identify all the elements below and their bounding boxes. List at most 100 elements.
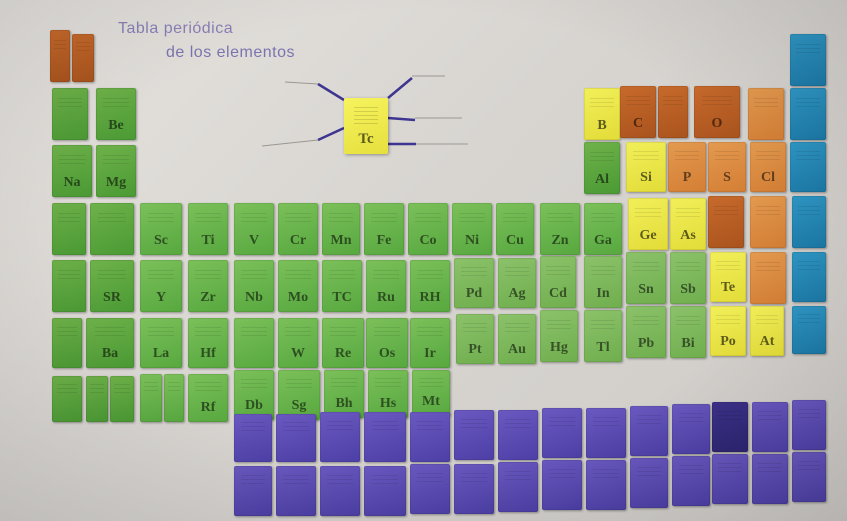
- tile-cf: [586, 460, 626, 510]
- tile-ta: [234, 318, 274, 368]
- tile-hs: Hs: [368, 370, 408, 418]
- tile-na: Na: [52, 145, 92, 197]
- tile-p: P: [668, 142, 706, 192]
- tile-he: [790, 34, 826, 86]
- tile-es: [630, 458, 668, 508]
- tile-be: Be: [96, 88, 136, 140]
- tile-si: Si: [626, 142, 666, 192]
- tile-o: O: [694, 86, 740, 138]
- tile-kr: [792, 196, 826, 248]
- tile-am: [454, 464, 494, 514]
- tile-ar: [790, 142, 826, 192]
- tile-md: [712, 454, 748, 504]
- tile-k: [52, 203, 86, 255]
- tile-rn: [792, 306, 826, 354]
- tile-hg: Hg: [540, 310, 578, 362]
- tile-bi: Bi: [670, 306, 706, 358]
- tile-lr: [792, 452, 826, 502]
- tile-cl: Cl: [750, 142, 786, 192]
- tile-pt: Pt: [456, 314, 494, 364]
- tile-rh: RH: [410, 260, 450, 312]
- legend-card: Tc: [344, 98, 388, 154]
- tile-al: Al: [584, 142, 620, 194]
- tile-th: [234, 466, 272, 516]
- tile-i: [750, 252, 786, 304]
- tile-tm: [712, 402, 748, 452]
- tile-bh: Bh: [324, 370, 364, 418]
- tile-os: Os: [366, 318, 408, 368]
- tile-ra-a: [86, 376, 108, 422]
- tile-gd: [498, 410, 538, 460]
- tile-f: [748, 88, 784, 140]
- tile-n: [658, 86, 688, 138]
- tile-pm: [364, 412, 406, 462]
- tile-tl: Tl: [584, 310, 622, 362]
- tile-ru: Ru: [366, 260, 406, 312]
- tile-cs: [52, 318, 82, 368]
- tile-ra-b: [110, 376, 134, 422]
- tile-y: Y: [140, 260, 182, 312]
- tile-ga: Ga: [584, 203, 622, 255]
- tile-db: Db: [234, 370, 274, 420]
- tile-s: S: [708, 142, 746, 192]
- tile-sb: Sb: [670, 252, 706, 304]
- tile-h-b: [72, 34, 94, 82]
- tile-fe: Fe: [364, 203, 404, 255]
- tile-ca: [90, 203, 134, 255]
- tile-h-a: [50, 30, 70, 82]
- tile-sc: Sc: [140, 203, 182, 255]
- tile-li: [52, 88, 88, 140]
- tile-ne: [790, 88, 826, 140]
- tile-u: [320, 466, 360, 516]
- tile-nd: [320, 412, 360, 462]
- tile-ir: Ir: [410, 318, 450, 368]
- tile-np: [364, 466, 406, 516]
- tile-cm: [498, 462, 538, 512]
- tile-ba: Ba: [86, 318, 134, 368]
- tile-nb: Nb: [234, 260, 274, 312]
- tile-sn: Sn: [626, 252, 666, 304]
- tile-bk: [542, 460, 582, 510]
- tile-ti: Ti: [188, 203, 228, 255]
- tile-br: [750, 196, 786, 248]
- tile-fr: [52, 376, 82, 422]
- tile-se: [708, 196, 744, 248]
- tile-v: V: [234, 203, 274, 255]
- tile-zr: Zr: [188, 260, 228, 312]
- tile-pd: Pd: [454, 258, 494, 308]
- tile-fm: [672, 456, 710, 506]
- tile-c: C: [620, 86, 656, 138]
- tile-tb: [542, 408, 582, 458]
- tile-sm: [410, 412, 450, 462]
- tile-zn: Zn: [540, 203, 580, 255]
- tile-sg: Sg: [278, 370, 320, 420]
- tile-in: In: [584, 256, 622, 308]
- tile-cr: Cr: [278, 203, 318, 255]
- tile-mo: Mo: [278, 260, 318, 312]
- tile-pr: [276, 414, 316, 462]
- tile-lu: [792, 400, 826, 450]
- title-line-2: de los elementos: [166, 44, 295, 61]
- tile-ni: Ni: [452, 203, 492, 255]
- tile-dy: [586, 408, 626, 458]
- tile-cu: Cu: [496, 203, 534, 255]
- tile-mg: Mg: [96, 145, 136, 197]
- tile-hf: Hf: [188, 318, 228, 368]
- tile-po: Po: [710, 306, 746, 356]
- tile-cd: Cd: [540, 256, 576, 308]
- legend-symbol: Tc: [358, 131, 374, 147]
- tile-pb: Pb: [626, 306, 666, 358]
- tile-mt: Mt: [412, 370, 450, 416]
- tile-pa: [276, 466, 316, 516]
- tile-te: Te: [710, 252, 746, 302]
- tile-as: As: [670, 198, 706, 250]
- tile-at: At: [750, 306, 784, 356]
- title-line-1: Tabla periódica: [118, 20, 234, 37]
- tile-b: B: [584, 88, 620, 140]
- tile-au: Au: [498, 314, 536, 364]
- tile-yb: [752, 402, 788, 452]
- tile-sr: SR: [90, 260, 134, 312]
- tile-er: [672, 404, 710, 454]
